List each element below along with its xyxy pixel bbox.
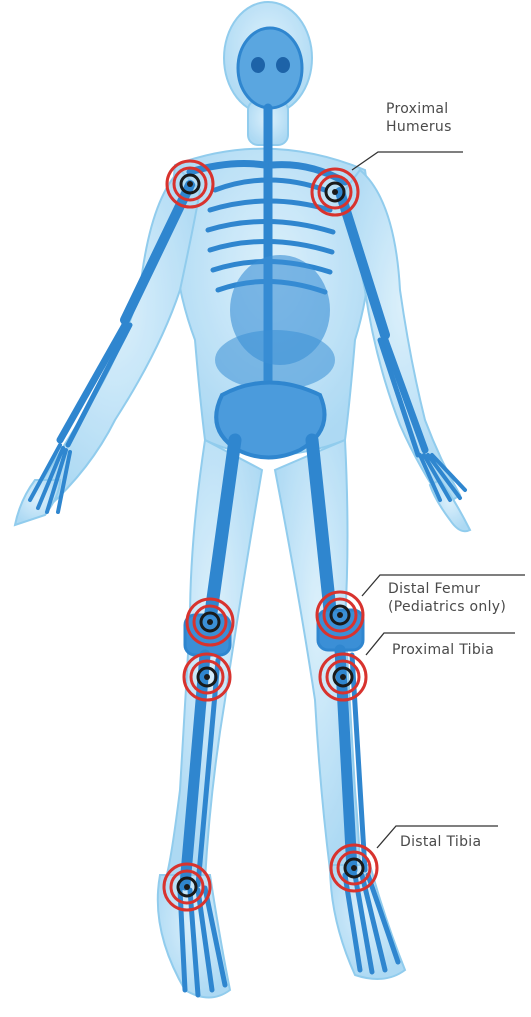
- callout-line-proximal-humerus: [352, 152, 463, 170]
- target-left-proximal-tibia: [320, 654, 366, 700]
- label-distal-femur-line2: (Pediatrics only): [388, 598, 506, 616]
- label-proximal-humerus-line2: Humerus: [386, 118, 452, 136]
- target-left-proximal-humerus: [312, 169, 358, 215]
- target-left-distal-tibia: [331, 845, 377, 891]
- target-right-proximal-humerus: [167, 161, 213, 207]
- label-distal-tibia: Distal Tibia: [400, 833, 481, 851]
- target-right-distal-femur: [187, 599, 233, 645]
- target-right-distal-tibia: [164, 864, 210, 910]
- target-right-proximal-tibia: [184, 654, 230, 700]
- label-proximal-humerus-line1: Proximal: [386, 100, 452, 118]
- label-distal-femur-line1: Distal Femur: [388, 580, 506, 598]
- label-distal-femur: Distal Femur (Pediatrics only): [388, 580, 506, 616]
- label-proximal-tibia: Proximal Tibia: [392, 641, 494, 659]
- label-proximal-humerus: Proximal Humerus: [386, 100, 452, 136]
- target-left-distal-femur: [317, 592, 363, 638]
